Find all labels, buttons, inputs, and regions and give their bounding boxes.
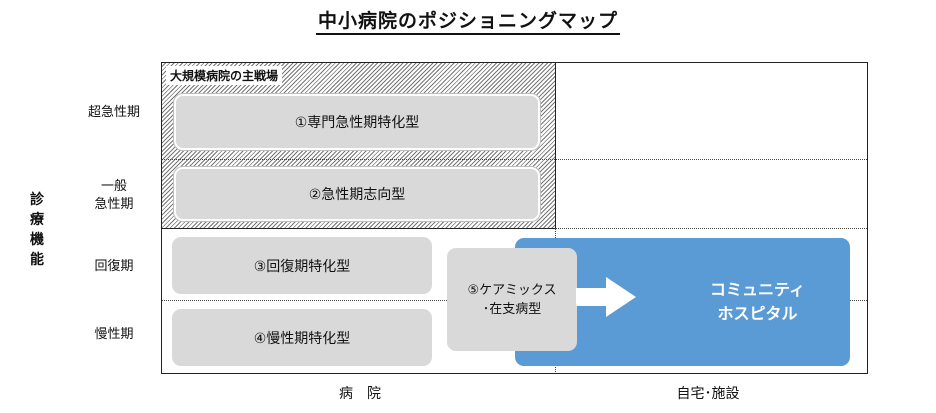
y-axis-label: 診 療 機 能	[30, 190, 44, 270]
y-axis-char: 診	[30, 192, 44, 208]
hatch-right-border	[555, 63, 556, 229]
page-title: 中小病院のポジショニングマップ	[0, 6, 936, 35]
row-label-line: 急性期	[94, 197, 134, 212]
box-acute-specialized: ①専門急性期特化型	[174, 94, 540, 150]
y-axis-char: 機	[30, 232, 44, 248]
y-axis-char: 療	[30, 212, 44, 228]
grid-line-row-1	[162, 159, 867, 160]
title-text: 中小病院のポジショニングマップ	[315, 10, 620, 35]
large-hospital-area-label: 大規模病院の主戦場	[166, 66, 283, 85]
row-label-line: 一般	[100, 179, 127, 194]
row-label-acute-super: 超急性期	[87, 105, 140, 120]
care-mix-line: ･在支病型	[482, 301, 542, 317]
col-label-hospital: 病 院	[339, 386, 381, 402]
col-label-home: 自宅･施設	[676, 386, 740, 402]
hatch-bottom-border	[162, 228, 555, 229]
box-care-mix: ⑤ケアミックス ･在支病型	[447, 248, 577, 351]
row-label-chronic: 慢性期	[94, 327, 134, 342]
box-acute-oriented: ②急性期志向型	[174, 167, 540, 221]
right-arrow-icon	[576, 277, 636, 317]
care-mix-line: ⑤ケアミックス	[467, 282, 557, 298]
arrow-shape	[576, 277, 636, 317]
row-label-general-acute: 一般 急性期	[80, 178, 148, 214]
community-label-line: ホスピタル	[717, 304, 798, 323]
grid-line-row-2	[555, 228, 867, 229]
box-recovery-specialized: ③回復期特化型	[172, 237, 432, 294]
community-label: コミュニティ ホスピタル	[710, 278, 805, 326]
box-chronic-specialized: ④慢性期特化型	[172, 309, 432, 366]
y-axis-char: 能	[30, 252, 44, 268]
care-mix-label: ⑤ケアミックス ･在支病型	[467, 281, 556, 319]
row-label-recovery: 回復期	[94, 259, 134, 274]
community-label-line: コミュニティ	[709, 280, 806, 299]
map-frame	[161, 62, 868, 374]
